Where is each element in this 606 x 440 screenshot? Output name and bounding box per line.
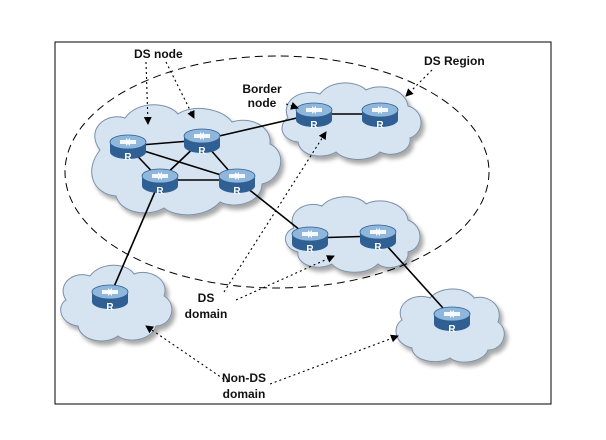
callout-non-ds-to-left [145, 325, 229, 383]
callout-ds-node-to-r2 [165, 61, 195, 119]
router-border-d: R [359, 224, 397, 253]
svg-text:R: R [124, 152, 132, 163]
label-border-node-line1: Border [242, 82, 282, 96]
router-border-b: R [361, 102, 399, 131]
label-border-node-line2: node [248, 96, 277, 110]
link-r3-nonds-left [109, 179, 161, 297]
router-border-a: R [295, 102, 333, 131]
svg-text:R: R [106, 302, 114, 313]
label-non-ds-domain-line1: Non-DS [222, 371, 266, 385]
link-border-d-nonds-right [377, 235, 453, 319]
callout-ds-region [405, 69, 433, 97]
link-r2-border-a [201, 113, 315, 141]
router-r4: R [218, 168, 256, 197]
router-r1: R [109, 134, 147, 163]
svg-text:R: R [376, 120, 384, 131]
svg-text:R: R [448, 324, 456, 335]
label-ds-domain-line2: domain [185, 307, 228, 321]
ds-domain-cloud-main [91, 104, 282, 216]
router-nonds-right: R [433, 306, 471, 335]
label-ds-region: DS Region [424, 54, 485, 68]
ds-domain-cloud-border-top [281, 82, 422, 160]
svg-text:R: R [233, 186, 241, 197]
callout-ds-node-to-r1 [143, 61, 152, 125]
router-r2: R [183, 128, 221, 157]
link-r1-r4 [127, 145, 238, 181]
label-non-ds-domain-line2: domain [223, 387, 266, 401]
label-ds-node: DS node [134, 47, 183, 61]
router-r3: R [141, 168, 179, 197]
label-ds-domain-line1: DS [198, 291, 215, 305]
callout-ds-domain-to-top [223, 131, 327, 293]
svg-text:R: R [310, 120, 318, 131]
router-border-c: R [291, 226, 329, 255]
svg-text:R: R [198, 146, 206, 157]
svg-text:R: R [156, 186, 164, 197]
ds-domain-cloud-border-bottom [285, 196, 421, 273]
callout-border-node [285, 101, 299, 110]
svg-text:R: R [374, 242, 382, 253]
svg-text:R: R [306, 244, 314, 255]
router-nonds-left: R [91, 284, 129, 313]
ds-region-boundary [64, 55, 490, 289]
